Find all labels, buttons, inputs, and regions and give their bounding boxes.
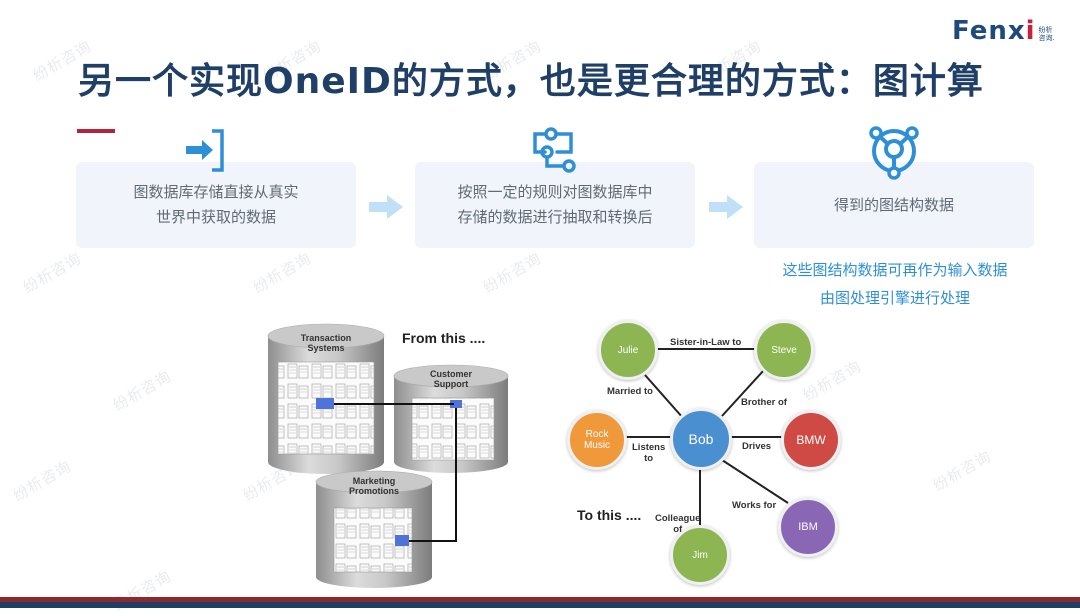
edge-label: Married to — [607, 386, 653, 397]
brand-logo: Fenxi 纷析咨询. — [952, 16, 1057, 46]
graph-node-bmw: BMW — [781, 410, 841, 470]
graph-node-julie: Julie — [598, 320, 658, 380]
graph-node-bob: Bob — [670, 408, 732, 470]
edge-label: Drives — [742, 441, 772, 452]
page-title: 另一个实现OneID的方式，也是更合理的方式：图计算 — [78, 61, 984, 102]
flow-arrow-icon — [709, 195, 743, 219]
relational-db-diagram — [267, 323, 509, 588]
footer-bar-blue — [0, 602, 1080, 608]
workflow-icon — [533, 127, 576, 173]
flow-arrow-icon — [369, 195, 403, 219]
edge-label: Works for — [732, 500, 777, 511]
graph-node-jim: Jim — [670, 525, 730, 585]
import-arrow-icon — [186, 129, 224, 172]
database-cylinder — [267, 323, 385, 474]
edge-bob-ibm — [721, 459, 789, 504]
logo-subtitle: 纷析咨询. — [1038, 26, 1055, 42]
step-box-1: 图数据库存储直接从真实世界中获取的数据 — [76, 162, 356, 248]
edge-steve-bob — [721, 369, 765, 417]
database-cylinder — [393, 364, 509, 473]
title-accent-bar — [77, 129, 115, 133]
graph-hub-icon — [869, 126, 919, 180]
from-caption: From this .... — [402, 330, 486, 346]
graph-node-ibm: IBM — [778, 497, 838, 557]
edge-julie-bob — [644, 374, 684, 419]
edge-label: Sister-in-Law to — [670, 337, 742, 348]
logo-word: Fenxi — [952, 16, 1036, 46]
to-caption: To this .... — [577, 507, 642, 523]
step-box-2: 按照一定的规则对图数据库中存储的数据进行抽取和转换后 — [415, 162, 695, 248]
database-cylinder — [315, 470, 433, 588]
edge-label: Brother of — [741, 397, 787, 408]
footer-bar-red — [0, 597, 1080, 602]
graph-input-note: 这些图结构数据可再作为输入数据 由图处理引擎进行处理 — [782, 261, 1008, 307]
graph-node-steve: Steve — [754, 320, 814, 380]
